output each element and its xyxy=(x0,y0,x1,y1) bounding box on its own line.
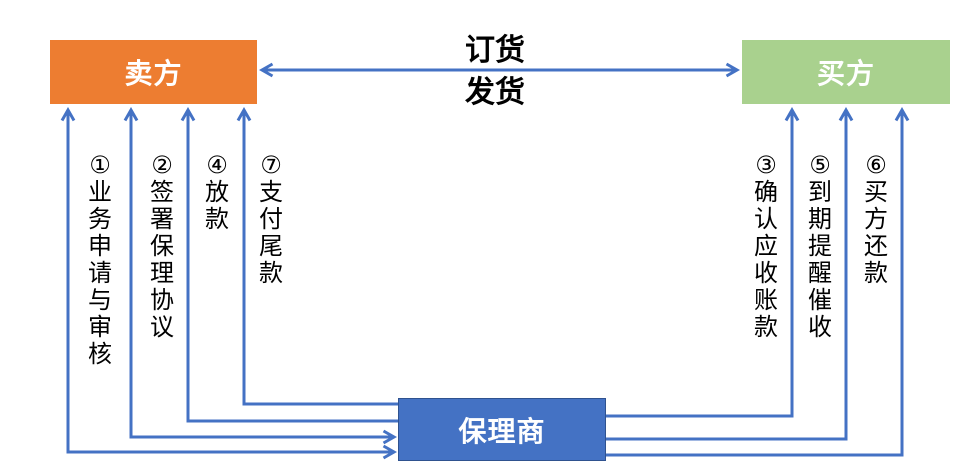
seller-node: 卖方 xyxy=(50,40,257,104)
step3-label: ③确认应收账款 xyxy=(754,151,778,341)
step6-label: ⑥买方还款 xyxy=(864,151,888,287)
step2-label: ②签署保理协议 xyxy=(150,151,174,341)
step4-label: ④放款 xyxy=(205,151,229,233)
step1-label: ①业务申请与审核 xyxy=(88,151,112,368)
step5-label: ⑤到期提醒催收 xyxy=(808,151,832,341)
factor-label: 保理商 xyxy=(458,414,546,448)
buyer-label: 买方 xyxy=(816,57,875,90)
seller-label: 卖方 xyxy=(124,57,183,90)
step7-arrow xyxy=(236,106,398,406)
factor-node: 保理商 xyxy=(398,398,606,461)
step1-arrow xyxy=(60,106,398,460)
step6-arrow xyxy=(606,106,910,457)
ship-label: 发货 xyxy=(465,75,525,110)
buyer-node: 买方 xyxy=(742,40,950,104)
step5-arrow xyxy=(606,106,854,441)
step4-arrow xyxy=(180,106,398,423)
step3-arrow xyxy=(606,106,800,418)
order-label: 订货 xyxy=(465,33,525,68)
step7-label: ⑦支付尾款 xyxy=(259,151,283,287)
step2-arrow xyxy=(123,106,398,445)
